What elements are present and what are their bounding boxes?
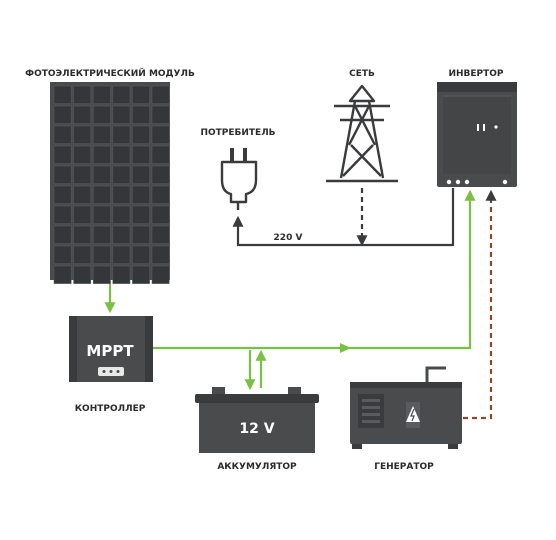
battery-label: АККУМУЛЯТОР: [217, 462, 297, 472]
solar-cell: [151, 125, 170, 144]
solar-cell: [53, 265, 72, 284]
solar-panel-icon: [50, 82, 170, 284]
solar-cell: [112, 185, 131, 204]
solar-cell: [53, 245, 72, 264]
generator-dashed-line: [463, 189, 497, 420]
solar-cell: [151, 185, 170, 204]
solar-cell: [73, 125, 92, 144]
solar-cell: [92, 265, 111, 284]
controller-label: КОНТРОЛЛЕР: [75, 404, 146, 414]
solar-cell: [112, 85, 131, 104]
dc-line-mid-arrow: [340, 343, 351, 353]
solar-cell: [151, 145, 170, 164]
ac-line-inverter-to-consumer: [232, 188, 455, 247]
mppt-label: MPPT: [86, 342, 134, 360]
solar-cell: [112, 225, 131, 244]
solar-cell: [112, 125, 131, 144]
solar-cell: [53, 85, 72, 104]
solar-cell: [92, 145, 111, 164]
inverter-label: ИНВЕРТОР: [448, 69, 503, 79]
solar-cell: [92, 105, 111, 124]
solar-cell: [92, 225, 111, 244]
solar-cell: [112, 165, 131, 184]
plug-icon: [220, 148, 258, 210]
solar-cell: [132, 185, 150, 204]
solar-cell: [132, 245, 150, 264]
solar-cell: [73, 205, 92, 224]
solar-cell: [132, 105, 150, 124]
solar-cell: [132, 265, 150, 284]
solar-cell: [73, 145, 92, 164]
battery-icon: [195, 387, 319, 453]
solar-cell: [53, 145, 72, 164]
solar-cell: [53, 105, 72, 124]
solar-cell: [92, 185, 111, 204]
generator-icon: [350, 366, 462, 449]
solar-cell: [73, 225, 92, 244]
solar-cell: [132, 125, 150, 144]
solar-cell: [92, 205, 111, 224]
inverter-icon: [437, 82, 517, 187]
solar-cell: [151, 85, 170, 104]
solar-cell: [132, 165, 150, 184]
solar-cell: [73, 85, 92, 104]
solar-cell: [151, 205, 170, 224]
solar-cell: [53, 165, 72, 184]
solar-cell: [112, 145, 131, 164]
grid-label: СЕТЬ: [349, 69, 375, 79]
solar-cell: [112, 105, 131, 124]
solar-cell: [132, 145, 150, 164]
mppt-controller-icon: [69, 316, 153, 382]
solar-cell: [132, 225, 150, 244]
solar-cell: [112, 265, 131, 284]
solar-cell: [92, 125, 111, 144]
solar-cell: [151, 245, 170, 264]
consumer-label: ПОТРЕБИТЕЛЬ: [200, 128, 275, 138]
solar-cell: [151, 165, 170, 184]
solar-cell: [73, 105, 92, 124]
solar-cell: [73, 165, 92, 184]
solar-cell: [132, 85, 150, 104]
solar-cell: [53, 185, 72, 204]
solar-cell: [92, 85, 111, 104]
solar-cell: [112, 245, 131, 264]
solar-cell: [151, 225, 170, 244]
solar-cell: [92, 245, 111, 264]
voltage-label: 220 V: [274, 233, 303, 243]
generator-label: ГЕНЕРАТОР: [374, 462, 434, 472]
solar-cell: [132, 205, 150, 224]
solar-cell: [53, 225, 72, 244]
solar-cell: [73, 245, 92, 264]
solar-module-label: ФОТОЭЛЕКТРИЧЕСКИЙ МОДУЛЬ: [25, 67, 195, 79]
solar-cell: [53, 125, 72, 144]
solar-cell: [151, 105, 170, 124]
battery-voltage-label: 12 V: [239, 421, 274, 437]
solar-cell: [53, 205, 72, 224]
power-tower-icon: [326, 84, 398, 183]
solar-cell: [92, 165, 111, 184]
dc-line-controller-to-inverter: [152, 189, 476, 350]
solar-cell: [73, 185, 92, 204]
solar-cell: [151, 265, 170, 284]
solar-cell: [112, 205, 131, 224]
solar-cell: [73, 265, 92, 284]
